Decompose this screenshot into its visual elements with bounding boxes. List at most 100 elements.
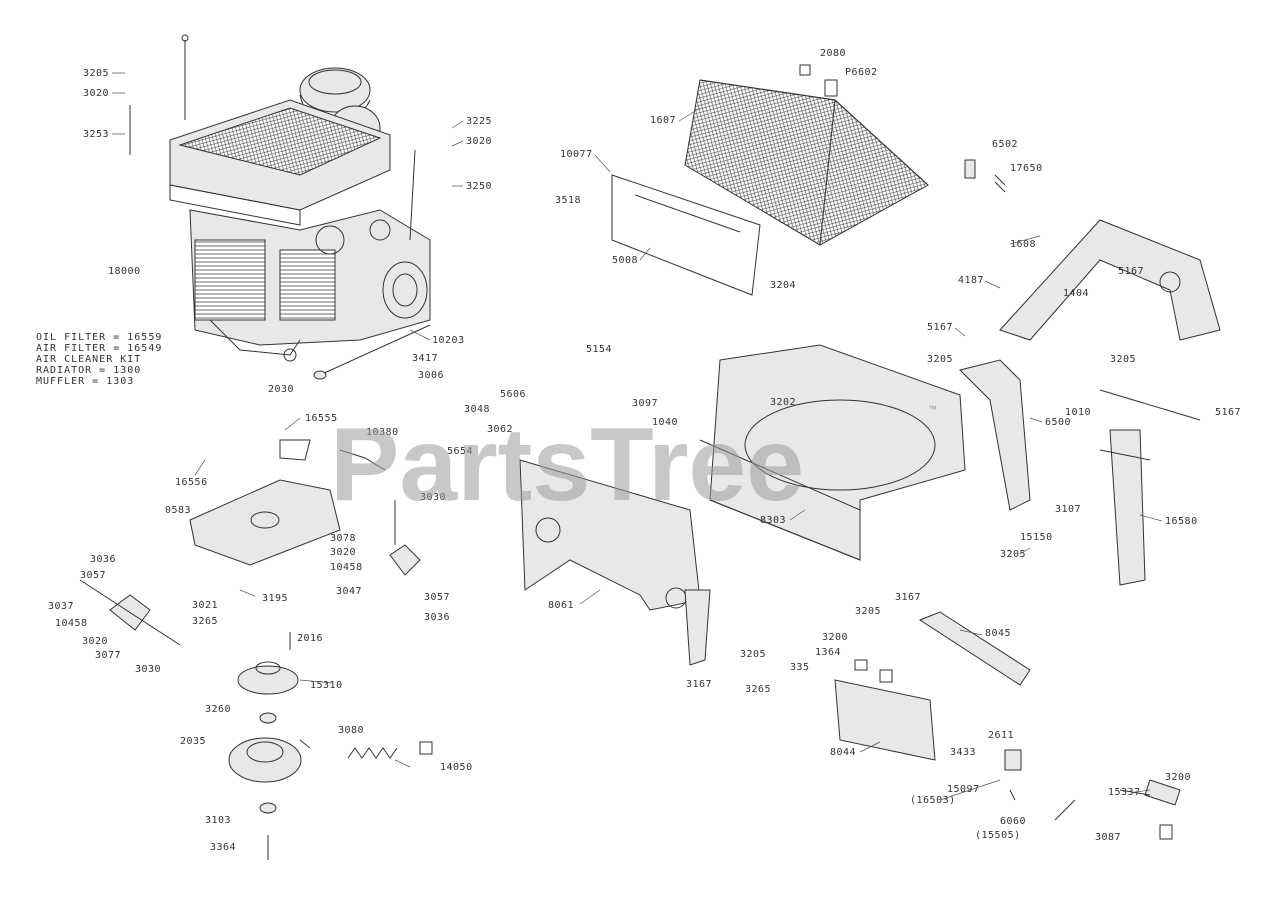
callout: 5008	[612, 255, 638, 266]
linkage-assembly	[834, 611, 1181, 840]
callout: 3195	[262, 593, 288, 604]
callout: 2080	[820, 48, 846, 59]
callout: 15337	[1108, 787, 1141, 798]
callout: 3167	[686, 679, 712, 690]
callout: 3167	[895, 592, 921, 603]
callout: 3205	[740, 649, 766, 660]
callout: 3250	[466, 181, 492, 192]
callout: 10203	[432, 335, 465, 346]
callout: 10077	[560, 149, 593, 160]
callout: 3087	[1095, 832, 1121, 843]
callout: 4187	[958, 275, 984, 286]
callout: 3030	[135, 664, 161, 675]
callout: 3078	[330, 533, 356, 544]
callout: 3020	[466, 136, 492, 147]
callout: 3225	[466, 116, 492, 127]
callout: 15150	[1020, 532, 1053, 543]
callout: 2611	[988, 730, 1014, 741]
callout: 3030	[420, 492, 446, 503]
bracket-panel	[519, 459, 711, 666]
note-oil-filter: OIL FILTER = 16559	[36, 332, 162, 343]
callout: 6060	[1000, 816, 1026, 827]
callout: 8044	[830, 747, 856, 758]
callout: 14050	[440, 762, 473, 773]
callout: 3260	[205, 704, 231, 715]
callout: 335	[790, 662, 810, 673]
callout: 3205	[1110, 354, 1136, 365]
callout: 8061	[548, 600, 574, 611]
callout: 3205	[1000, 549, 1026, 560]
idler-bracket	[79, 579, 181, 646]
callout: 3021	[192, 600, 218, 611]
callout: 3006	[418, 370, 444, 381]
callout: 10458	[330, 562, 363, 573]
callout: (15505)	[975, 830, 1021, 841]
engine-assembly	[129, 34, 431, 380]
callout: P6602	[845, 67, 878, 78]
callout: 3047	[336, 586, 362, 597]
callout: 16580	[1165, 516, 1198, 527]
callout: 3433	[950, 747, 976, 758]
callout: 1040	[652, 417, 678, 428]
callout: 1607	[650, 115, 676, 126]
clutch-assembly	[228, 632, 433, 860]
callout: 3048	[464, 404, 490, 415]
callout: 3020	[330, 547, 356, 558]
callout: 17650	[1010, 163, 1043, 174]
callout: 16555	[305, 413, 338, 424]
mount-plate	[189, 439, 421, 576]
callout: 3036	[90, 554, 116, 565]
callout: 6500	[1045, 417, 1071, 428]
callout: 3036	[424, 612, 450, 623]
callout: 3080	[338, 725, 364, 736]
callout: 3107	[1055, 504, 1081, 515]
callout: 1364	[815, 647, 841, 658]
callout: 3204	[770, 280, 796, 291]
callout: 1010	[1065, 407, 1091, 418]
callout: 3417	[412, 353, 438, 364]
note-radiator: RADIATOR = 1300	[36, 365, 141, 376]
callout: 5167	[927, 322, 953, 333]
callout-labels: 3205 3020 3253 3225 3020 3250 2080 P6602…	[48, 48, 1241, 853]
callout: 3253	[83, 129, 109, 140]
note-muffler: MUFFLER = 1303	[36, 376, 134, 387]
callout: 3265	[192, 616, 218, 627]
callout: 3205	[927, 354, 953, 365]
callout: 6502	[992, 139, 1018, 150]
callout: 3037	[48, 601, 74, 612]
callout: 1608	[1010, 239, 1036, 250]
screen-assembly	[611, 64, 1006, 296]
callout: 3103	[205, 815, 231, 826]
callout: 5654	[447, 446, 473, 457]
callout: 2030	[268, 384, 294, 395]
callout: 3097	[632, 398, 658, 409]
callout: 3205	[83, 68, 109, 79]
partstree-watermark: PartsTree ™	[330, 404, 937, 523]
callout: 3200	[822, 632, 848, 643]
shroud-assembly	[699, 344, 966, 561]
callout: 3077	[95, 650, 121, 661]
callout: 0583	[165, 505, 191, 516]
callout: 3020	[83, 88, 109, 99]
leader-lines	[112, 72, 1163, 801]
callout: 3200	[1165, 772, 1191, 783]
callout: 18000	[108, 266, 141, 277]
callout: 5154	[586, 344, 612, 355]
callout: 10380	[366, 427, 399, 438]
callout: 5167	[1118, 266, 1144, 277]
note-air-filter: AIR FILTER = 16549	[36, 343, 162, 354]
callout: (16503)	[910, 795, 956, 806]
callout: 3057	[424, 592, 450, 603]
callout: 5606	[500, 389, 526, 400]
callout: 16556	[175, 477, 208, 488]
callout: 3265	[745, 684, 771, 695]
note-air-cleaner: AIR CLEANER KIT	[36, 354, 141, 365]
engine-notes: OIL FILTER = 16559 AIR FILTER = 16549 AI…	[36, 332, 162, 387]
callout: 8303	[760, 515, 786, 526]
callout: 3205	[855, 606, 881, 617]
callout: 3202	[770, 397, 796, 408]
callout: 2035	[180, 736, 206, 747]
callout: 15097	[947, 784, 980, 795]
callout: 2016	[297, 633, 323, 644]
